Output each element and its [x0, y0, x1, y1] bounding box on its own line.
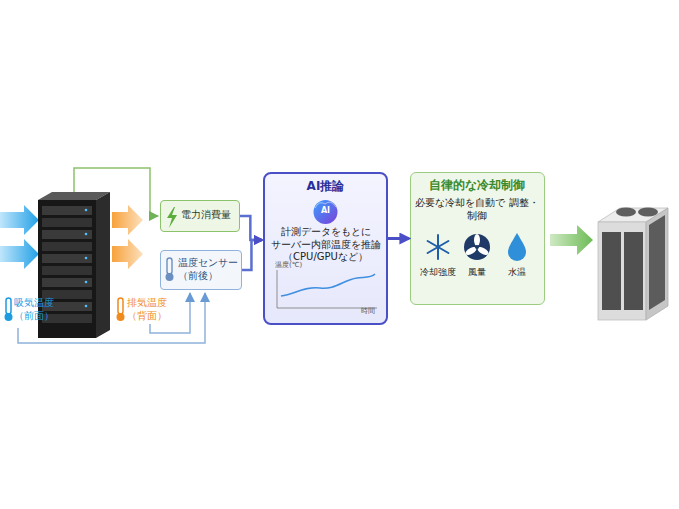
thermometer-tube [118, 298, 123, 314]
node-icon [411, 173, 543, 303]
axis-label: 時間 [361, 307, 385, 316]
sensor-box: 温度センサー（前後） [160, 250, 242, 290]
node-icon-part [508, 233, 526, 261]
power-wire [74, 168, 158, 216]
thermometer-bulb [5, 313, 13, 321]
thermometer-icon [117, 298, 125, 321]
node-icon-part [475, 245, 479, 249]
node-icon-part [428, 235, 449, 259]
thermometer-bulb [117, 313, 125, 321]
node-icon-part [428, 241, 449, 253]
axis-label: 温度(℃) [275, 261, 325, 270]
node-icon-part [277, 270, 278, 308]
thermometer-tube [6, 298, 11, 314]
chiller-front [598, 222, 646, 320]
node-icon-part [314, 200, 338, 224]
node-icon-part [167, 207, 177, 228]
box-title: 自律的な冷却制御 [411, 178, 543, 193]
node-icon-part [464, 234, 489, 257]
node-icon-part [428, 241, 449, 253]
intake-arrow [0, 239, 39, 269]
exhaust-arrow [112, 205, 143, 235]
chiller-fan [638, 208, 658, 217]
rack-led [85, 281, 88, 284]
icon-text: AI [315, 206, 336, 216]
rack-slot [42, 266, 92, 275]
node-icon-part [281, 274, 375, 296]
rack-slot [42, 218, 92, 227]
node-text: 温度センサー（前後） [178, 257, 241, 282]
icon-caption: 水温 [497, 267, 537, 278]
body-text: 必要な冷却を自動で 調整・制御 [414, 197, 540, 222]
chiller-grill [602, 232, 621, 310]
rack-slot [42, 254, 92, 263]
thermometer-icon [5, 298, 13, 321]
rack-led [85, 257, 88, 260]
rack-slot [42, 206, 92, 215]
rack-led [85, 233, 88, 236]
rack-side [96, 192, 110, 338]
node-icon-part [167, 258, 172, 274]
exhaust-arrow [112, 239, 143, 269]
sensor-label: 排気温度（背面） [127, 297, 173, 322]
rack-slot [42, 230, 92, 239]
rack-slot [42, 242, 92, 251]
chiller-grill [624, 232, 643, 310]
sensor-label: 吸気温度（前面） [14, 297, 60, 322]
flow-arrow [242, 240, 262, 270]
box-title: AI推論 [265, 179, 386, 194]
rack-led [85, 209, 88, 212]
flow-arrow [240, 216, 262, 240]
power-box: 電力消費量 [160, 200, 240, 232]
intake-arrow [0, 205, 39, 235]
ai-inference-box: AI推論 AI 計測データをもとに サーバー内部温度を推論 （CPU/GPUなど）温… [263, 172, 388, 325]
chiller-fan [616, 208, 636, 217]
icon-caption: 冷却強度 [415, 267, 461, 278]
rack-slot [42, 278, 92, 287]
body-text: 計測データをもとに サーバー内部温度を推論 （CPU/GPUなど） [267, 226, 384, 264]
node-icon-part [464, 234, 490, 260]
chiller-side [646, 208, 668, 320]
flow-arrow [388, 237, 409, 240]
output-arrow [550, 225, 593, 255]
icon-caption: 風量 [457, 267, 497, 278]
node-icon-part [166, 273, 174, 281]
node-text: 電力消費量 [181, 209, 239, 222]
node-icon-part [474, 234, 480, 246]
cooling-control-box: 自律的な冷却制御必要な冷却を自動で 調整・制御冷却強度風量水温 [410, 172, 545, 305]
rack-led [85, 305, 88, 308]
chiller-grill [649, 215, 665, 310]
